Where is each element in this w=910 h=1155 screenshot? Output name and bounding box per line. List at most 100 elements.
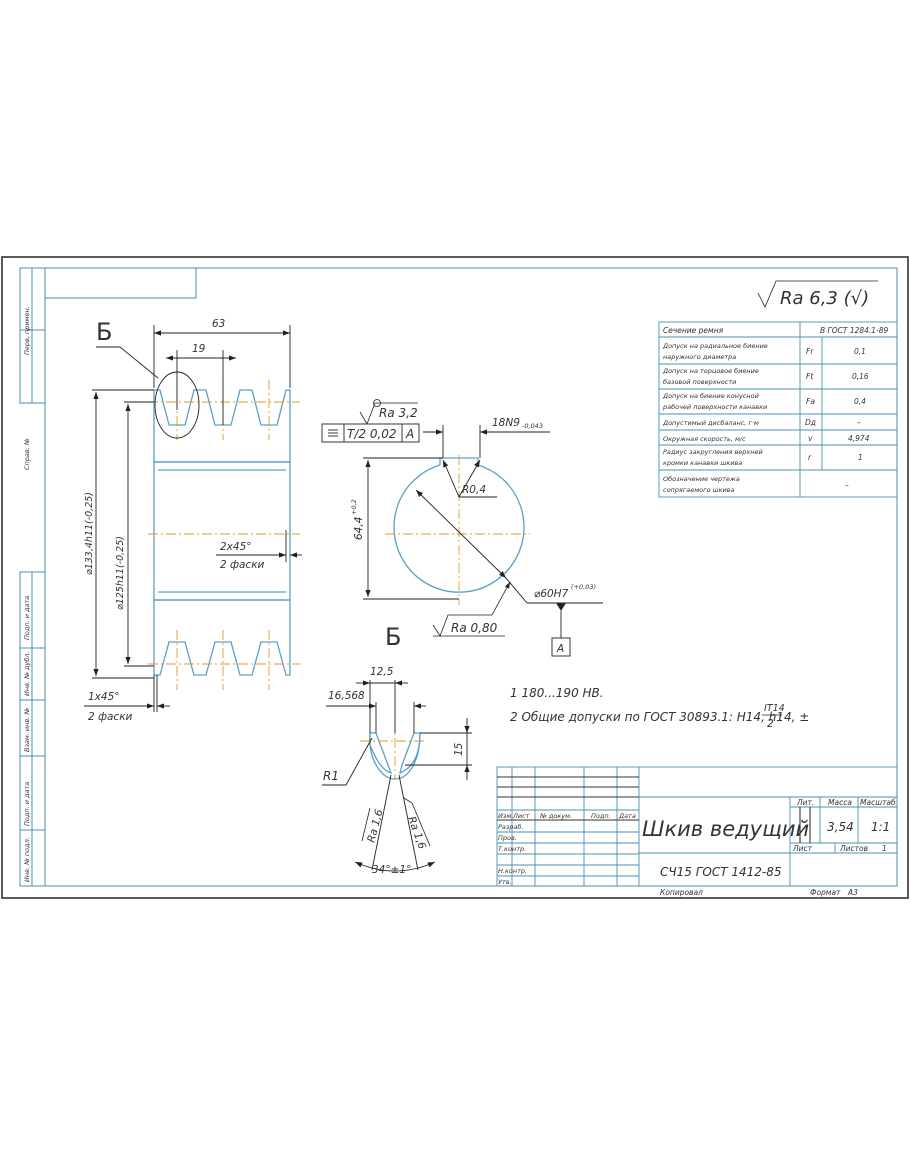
top-left-stamp-box [44, 267, 197, 299]
drawing-title: Шкив ведущий [642, 817, 809, 841]
stamp-col-doc: № докум. [539, 812, 572, 820]
bore-roughness: Ra 0,80 [451, 621, 498, 635]
dim-chamfer-outer-note: 2 фаски [88, 711, 133, 723]
stamp-col-list: Лист [512, 812, 530, 820]
dim-chamfer-inner: 2x45° [220, 541, 252, 553]
sheets-count: 1 [882, 844, 887, 853]
side-stamp-podp-data-2: Подп. и дата [23, 782, 31, 826]
svg-text:0,1: 0,1 [854, 347, 866, 356]
sheets-label: Листов [839, 844, 868, 853]
stamp-row-utv: Утв. [498, 878, 512, 886]
copied-label: Копировал [660, 888, 703, 897]
stamp-row-razrab: Разраб. [498, 823, 524, 831]
dim-chamfer-inner-note: 2 фаски [220, 559, 265, 571]
table-row: Окружная скорость, м/с v 4,974 [663, 434, 870, 443]
side-stamp-inv-podl: Инв. № подл. [23, 837, 31, 882]
svg-text:кромки канавки шкива: кромки канавки шкива [663, 459, 742, 467]
section-b-label: Б [385, 623, 401, 651]
bore-circle [393, 457, 525, 593]
dim-calc-diameter: ⌀125h11(-0,25) [115, 536, 126, 610]
svg-text:Dд: Dд [805, 418, 816, 427]
keyway-roughness: Ra 3,2 [379, 406, 418, 420]
svg-text:сопрягаемого шкива: сопрягаемого шкива [663, 486, 735, 494]
mass-label: Масса [828, 798, 852, 807]
svg-text:Окружная скорость, м/с: Окружная скорость, м/с [663, 435, 746, 443]
note-tolerances: 2 Общие допуски по ГОСТ 30893.1: H14, h1… [510, 710, 809, 724]
stamp-col-data: Дата [618, 812, 636, 820]
general-roughness-mark: Ra 6,3 (√) [757, 280, 878, 309]
scale-label: Масштаб [860, 798, 896, 807]
format-value: А3 [847, 888, 858, 897]
side-stamp-inv-dubl: Инв. № дубл. [23, 652, 31, 696]
symmetry-tolerance-frame: T/2 0,02 A [321, 423, 420, 443]
svg-text:1: 1 [858, 453, 863, 462]
svg-text:0,4: 0,4 [854, 397, 866, 406]
side-stamp-perv-primen: Перв. примен. [23, 306, 31, 355]
stamp-row-tkontr: Т.контр. [498, 845, 526, 853]
dim-groove-top-width: 16,568 [328, 690, 365, 702]
dim-bore-tol: (+0,03) [571, 583, 596, 591]
datum-label: A [556, 643, 564, 655]
format-label: Формат [810, 888, 841, 897]
table-row: Допуск на торцовое биение базовой поверх… [662, 367, 869, 386]
dim-width-63: 63 [212, 318, 225, 330]
stamp-col-izm: Изм. [498, 812, 513, 820]
svg-text:базовой поверхности: базовой поверхности [663, 378, 736, 386]
side-stamp-sprav: Справ. № [23, 438, 31, 470]
rim-top-section [153, 389, 291, 463]
dim-keyway-width: 18N9 [492, 417, 520, 429]
svg-text:Допуск на радиальное биение: Допуск на радиальное биение [662, 342, 768, 350]
table-row: Допустимый дисбаланс, г·м Dд – [662, 418, 861, 427]
groove-detail-left [369, 732, 393, 774]
dim-pitch-19: 19 [192, 343, 206, 355]
dim-bore-diameter: ⌀60H7 [534, 588, 569, 600]
dim-outer-diameter: ⌀133,4h11(-0,25) [84, 492, 95, 575]
stamp-col-podp: Подп. [591, 812, 611, 820]
parameters-table: Сечение ремня В ГОСТ 1284.1-89 Допуск на… [658, 321, 898, 498]
svg-text:Допуск на биение конусной: Допуск на биение конусной [662, 392, 759, 400]
title-block: Изм. Лист № докум. Подп. Дата Разраб. Пр… [496, 766, 898, 897]
dim-chamfer-outer: 1x45° [88, 691, 120, 703]
dim-keyway-depth: 64,4 [353, 517, 365, 540]
dim-keyway-depth-tol: +0,2 [350, 499, 358, 515]
note-hardness: 1 180...190 НВ. [510, 686, 604, 700]
outer-border [1, 256, 909, 899]
table-row: Допуск на радиальное биение наружного ди… [662, 342, 866, 361]
rim-bottom-section [153, 599, 291, 676]
symmetry-datum: A [405, 427, 414, 441]
dim-groove-angle: 34°±1° [372, 864, 411, 876]
svg-text:Fa: Fa [806, 397, 815, 406]
stamp-row-nkontr: Н.контр. [498, 867, 527, 875]
svg-text:Ft: Ft [806, 372, 814, 381]
svg-text:Допустимый дисбаланс, г·м: Допустимый дисбаланс, г·м [662, 419, 759, 427]
technical-notes: 1 180...190 НВ. 2 Общие допуски по ГОСТ … [510, 686, 809, 730]
side-stamp-vzam-inv: Взам. инв. № [23, 708, 31, 752]
scale-value: 1:1 [871, 820, 890, 834]
note-frac-bottom: 2 [767, 718, 774, 730]
stamp-row-prov: Пров. [498, 834, 517, 842]
sheet-label: Лист [792, 844, 813, 853]
svg-text:–: – [857, 418, 861, 427]
dim-keyway-width-tol: -0,043 [522, 422, 543, 430]
svg-text:Обозначение чертежа: Обозначение чертежа [663, 475, 740, 483]
side-stamp-podp-data-1: Подп. и дата [23, 596, 31, 640]
dim-groove-calc-width: 12,5 [370, 666, 394, 678]
lit-label: Лит. [796, 798, 814, 807]
bore [153, 461, 291, 601]
mass-value: 3,54 [827, 820, 854, 834]
svg-text:0,16: 0,16 [852, 372, 869, 381]
table-row: Обозначение чертежа сопрягаемого шкива – [663, 475, 849, 494]
svg-text:рабочей поверхности канавки: рабочей поверхности канавки [662, 403, 767, 411]
svg-text:v: v [808, 434, 813, 443]
detail-b-view: 12,5 16,568 15 R1 34°±1° Ra 1,6 Ra 1,6 [322, 666, 472, 876]
svg-text:Fr: Fr [806, 347, 814, 356]
dim-groove-depth: 15 [453, 742, 465, 756]
table-row: Радиус закругления верхней кромки канавк… [663, 448, 863, 467]
datum-triangle [556, 603, 566, 611]
groove-detail-right [399, 732, 421, 775]
hub-keyway-view: R0,4 18N9 -0,043 64,4 +0,2 ⌀60H7 (+0,03)… [321, 399, 603, 657]
detail-b-label: Б [96, 318, 112, 346]
table-row: Допуск на биение конусной рабочей поверх… [662, 392, 866, 411]
svg-text:Радиус закругления верхней: Радиус закругления верхней [663, 448, 763, 456]
